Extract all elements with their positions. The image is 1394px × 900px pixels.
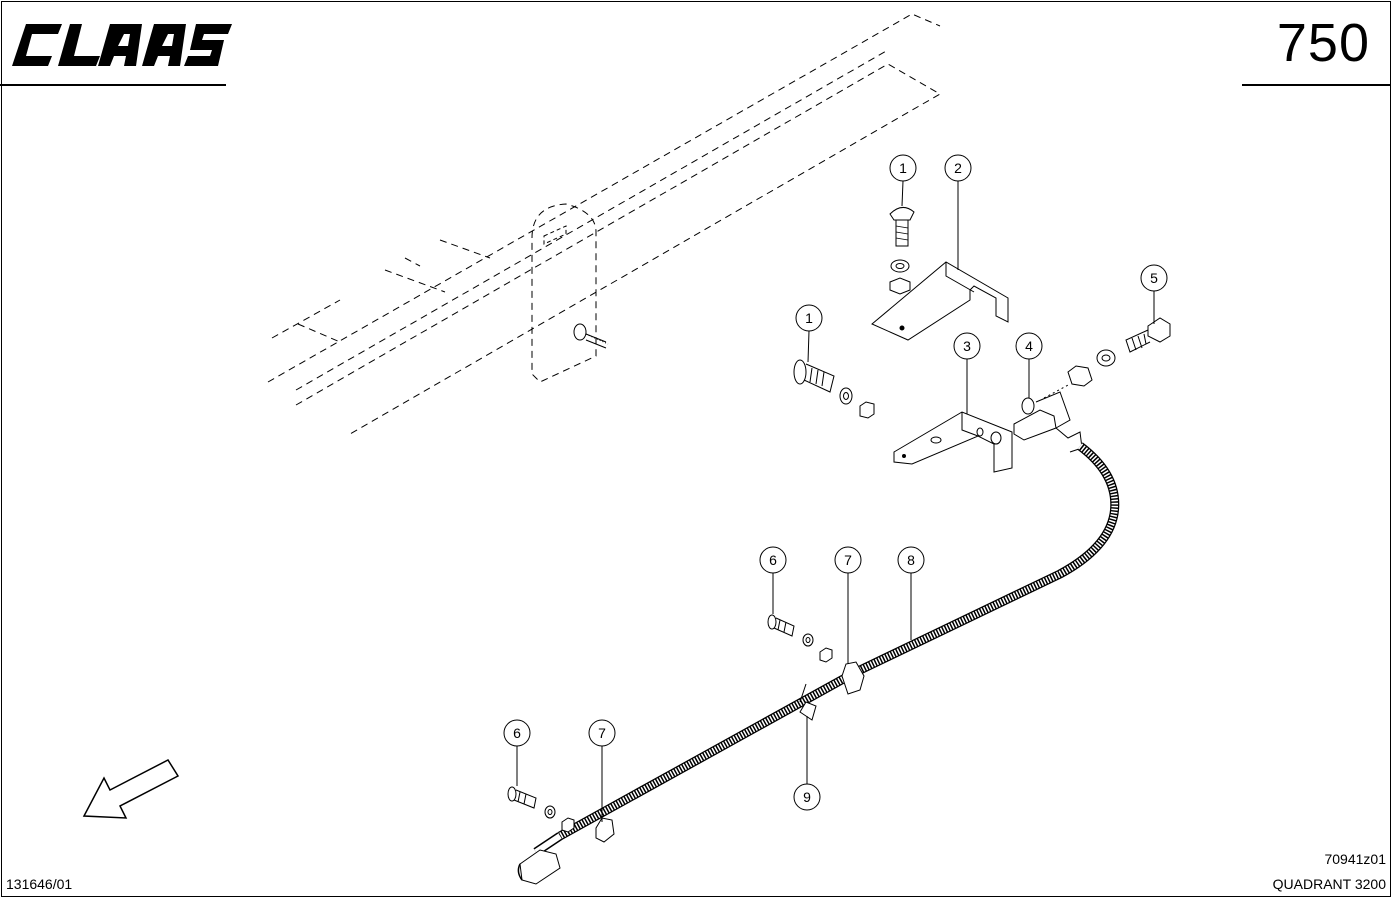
callout-label: 7	[598, 725, 606, 741]
part-cable-tie	[799, 683, 817, 721]
part-cable	[517, 442, 1120, 885]
page-number: 750	[1276, 13, 1370, 73]
part-washer-3	[1096, 349, 1116, 367]
part-angle-bracket	[871, 261, 1009, 341]
callout-label: 9	[803, 789, 811, 805]
callout-label: 2	[954, 160, 962, 176]
document-id: 131646/01	[6, 876, 73, 892]
callout-label: 3	[963, 338, 971, 354]
callout-6-upper: 6	[759, 546, 787, 574]
callout-6-lower: 6	[503, 719, 531, 747]
phantom-frame	[267, 13, 942, 435]
arrow-down-left-icon	[82, 759, 180, 819]
part-washer-2	[839, 387, 853, 405]
part-washer	[890, 259, 910, 273]
drawing-id: 70941z01	[1324, 851, 1386, 867]
callout-label: 4	[1025, 338, 1033, 354]
callout-7-lower: 7	[588, 719, 616, 747]
callout-5: 5	[1140, 264, 1168, 292]
callout-label: 6	[513, 725, 521, 741]
part-nut	[889, 277, 911, 295]
part-hex-nut	[1067, 365, 1093, 387]
callout-1-top: 1	[889, 154, 917, 182]
part-clamp-lower	[595, 817, 615, 843]
callout-label: 6	[769, 552, 777, 568]
callout-4: 4	[1015, 332, 1043, 360]
claas-logo	[12, 24, 232, 66]
part-hex-bolt	[1125, 317, 1171, 353]
callout-label: 5	[1150, 270, 1158, 286]
callout-9: 9	[793, 783, 821, 811]
callout-label: 7	[844, 552, 852, 568]
logo-underline	[0, 84, 226, 86]
leader-lines	[516, 180, 1155, 822]
callout-2: 2	[944, 154, 972, 182]
bracket-bolt	[573, 323, 609, 349]
callout-1-lower: 1	[795, 304, 823, 332]
callouts: 1 2 1 3 4 5 6 7 8 6 7 9	[503, 154, 1168, 811]
model-name: QUADRANT 3200	[1272, 876, 1386, 892]
part-carriage-bolt	[889, 207, 915, 247]
part-nut-2	[859, 401, 875, 419]
part-screw-lower	[507, 786, 537, 809]
callout-8: 8	[897, 546, 925, 574]
part-clamp-upper	[841, 661, 865, 695]
callout-7-upper: 7	[834, 546, 862, 574]
frame-bracket	[531, 203, 597, 383]
callout-label: 1	[805, 310, 813, 326]
callout-label: 8	[907, 552, 915, 568]
part-sensor	[1013, 391, 1083, 453]
part-screw-upper	[767, 614, 795, 637]
part-z-bracket	[893, 411, 1013, 473]
callout-label: 1	[899, 160, 907, 176]
page-number-underline	[1242, 84, 1390, 86]
part-flange-bolt	[793, 359, 835, 393]
callout-3: 3	[953, 332, 981, 360]
